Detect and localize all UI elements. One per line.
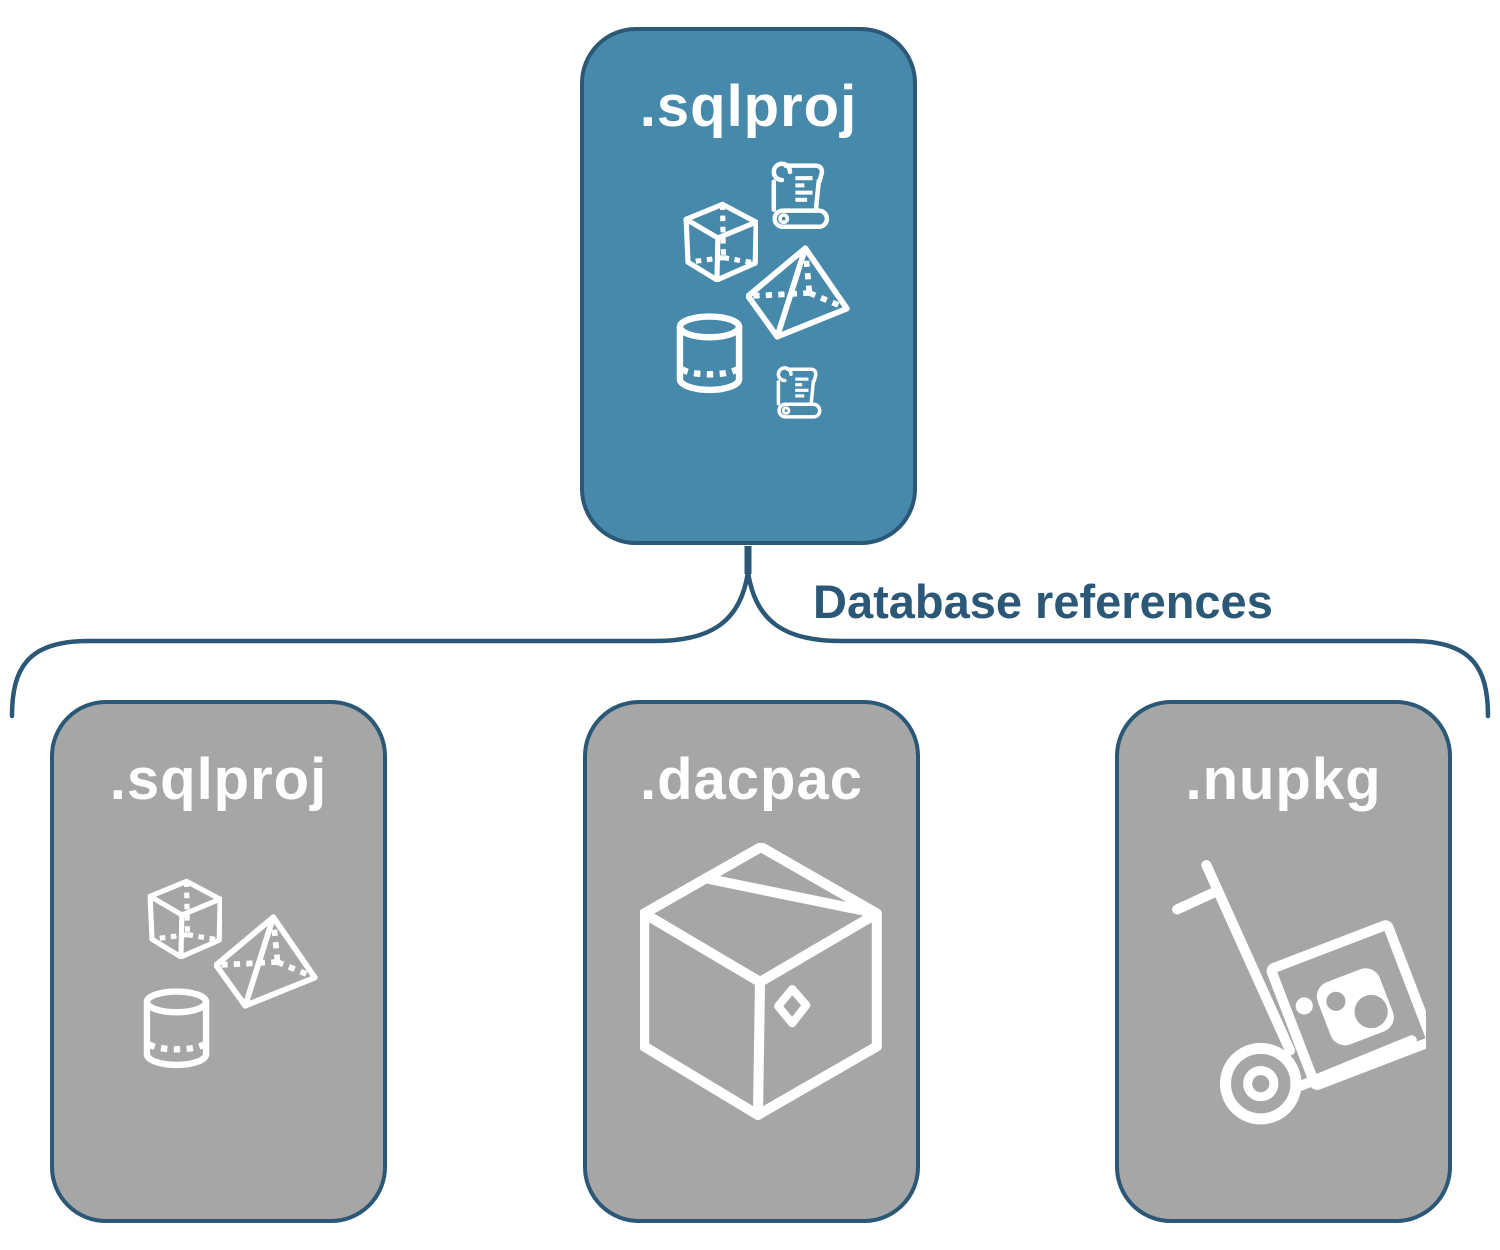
node-child-nupkg: .nupkg (1115, 700, 1452, 1223)
package-box-icon (640, 843, 882, 1125)
cylinder-icon (143, 988, 210, 1069)
pyramid-icon (214, 914, 318, 1010)
node-parent-sqlproj: .sqlproj (580, 27, 917, 545)
node-child-sqlproj: .sqlproj (50, 700, 387, 1223)
cylinder-icon (676, 313, 743, 394)
nuget-handtruck-icon (1164, 852, 1426, 1134)
child-title: .nupkg (1185, 747, 1382, 812)
pyramid-icon (746, 245, 850, 341)
cube-icon (138, 870, 222, 959)
scroll-icon (776, 366, 822, 419)
child-title: .sqlproj (109, 747, 328, 812)
connector-label: Database references (813, 575, 1273, 628)
node-child-dacpac: .dacpac (583, 700, 920, 1223)
child-title: .dacpac (640, 747, 863, 812)
scroll-icon (763, 160, 835, 236)
parent-title: .sqlproj (639, 74, 858, 139)
